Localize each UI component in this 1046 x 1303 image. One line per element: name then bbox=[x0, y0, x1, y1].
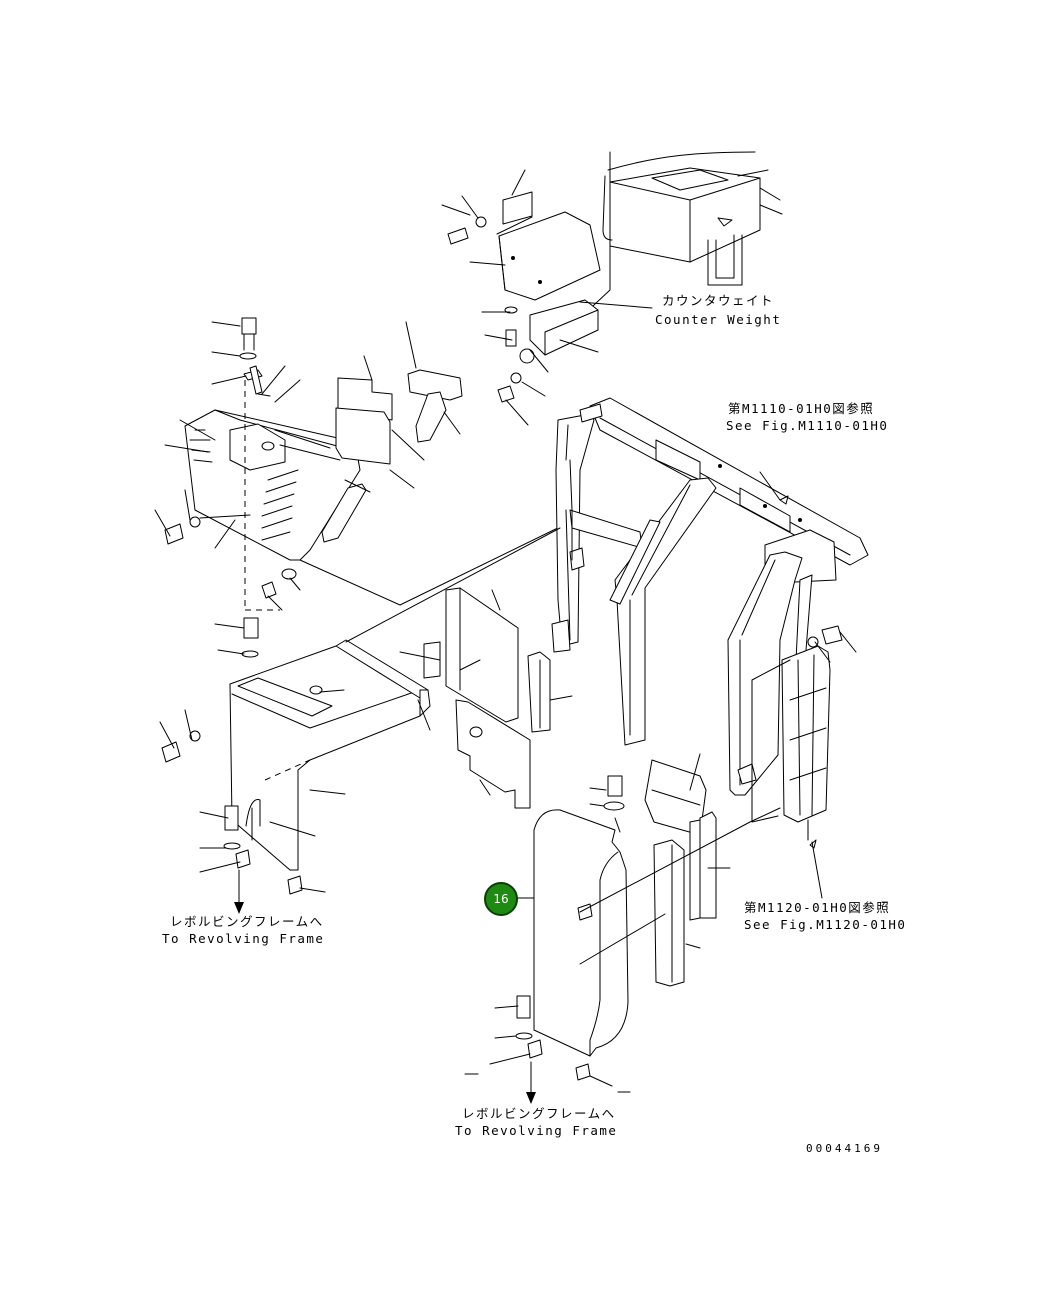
down-arrow-center bbox=[526, 1061, 536, 1104]
see-fig-m1110-label-en: See Fig.M1110-01H0 bbox=[726, 418, 889, 433]
counterweight-label-jp: カウンタウェイト bbox=[662, 293, 775, 308]
see-fig-m1110-label-jp: 第M1110-01H0図参照 bbox=[728, 401, 875, 416]
left-lower-cover-group bbox=[159, 527, 561, 895]
counterweight-label-en: Counter Weight bbox=[655, 312, 782, 327]
upper-bracket-group bbox=[441, 169, 601, 426]
to-revolving-frame-center-en: To Revolving Frame bbox=[455, 1123, 618, 1138]
cab-frame-group bbox=[551, 397, 869, 823]
to-revolving-frame-left-en: To Revolving Frame bbox=[162, 931, 325, 946]
upper-left-cover-group bbox=[154, 317, 571, 611]
part-16-callout[interactable]: 16 bbox=[484, 882, 518, 916]
see-fig-m1120-label-en: See Fig.M1120-01H0 bbox=[744, 917, 907, 932]
reference-leaders bbox=[579, 301, 823, 899]
document-number: 00044169 bbox=[806, 1142, 883, 1155]
center-panel-group bbox=[399, 587, 573, 809]
to-revolving-frame-center-jp: レボルビングフレームへ bbox=[462, 1106, 616, 1121]
lower-right-cover-group bbox=[464, 753, 781, 1093]
down-arrow-left bbox=[234, 869, 244, 914]
to-revolving-frame-left-jp: レボルビングフレームへ bbox=[170, 914, 324, 929]
counterweight-assembly bbox=[579, 151, 783, 319]
see-fig-m1120-label-jp: 第M1120-01H0図参照 bbox=[744, 900, 891, 915]
